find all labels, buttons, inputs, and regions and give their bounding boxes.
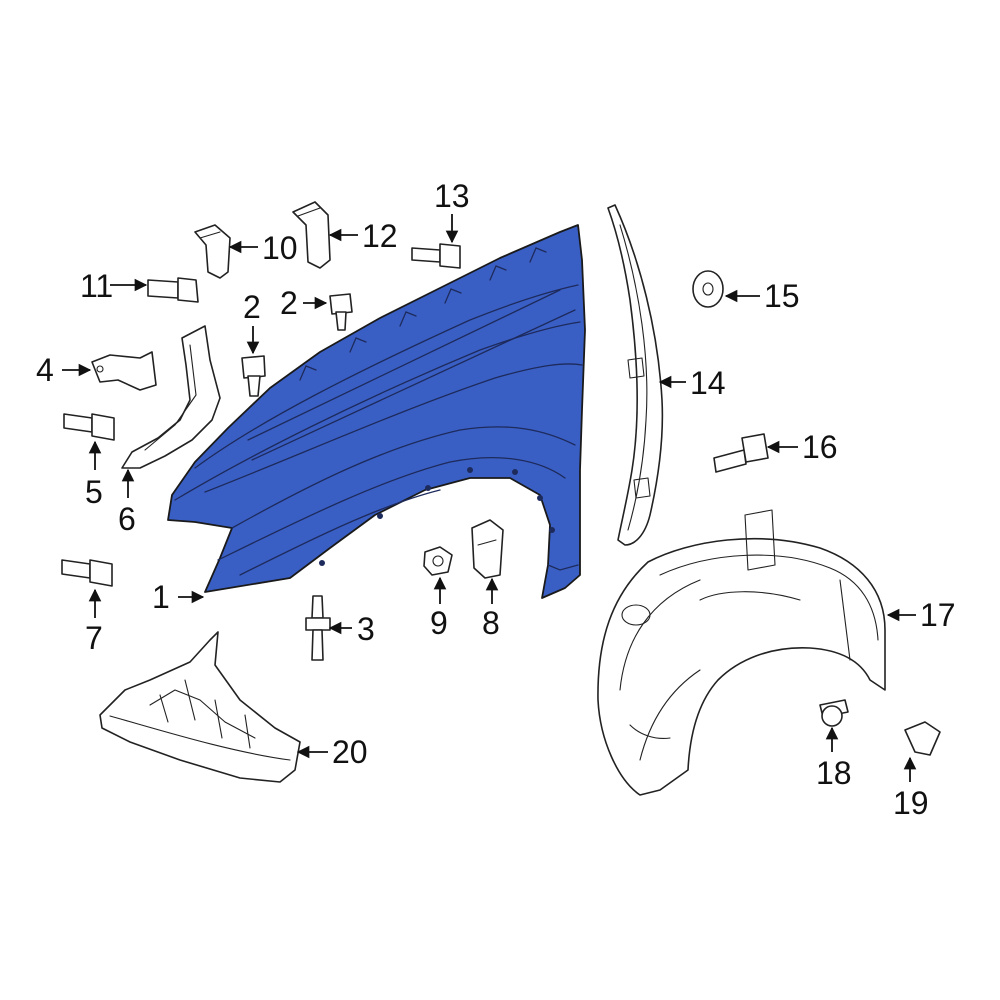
bolt-2-upper[interactable] [329, 293, 353, 331]
callout-13[interactable]: 13 [434, 178, 470, 214]
wheelhouse-liner[interactable] [597, 509, 886, 796]
bolt-11[interactable] [147, 277, 199, 303]
callout-1[interactable]: 1 [152, 579, 170, 615]
bolt-5[interactable] [63, 413, 115, 441]
callout-12[interactable]: 12 [362, 218, 398, 254]
stud-3[interactable] [305, 595, 331, 661]
callout-20[interactable]: 20 [332, 734, 368, 770]
clip-19[interactable] [904, 721, 941, 756]
callout-9[interactable]: 9 [430, 605, 448, 641]
callout-10[interactable]: 10 [262, 230, 298, 266]
fender-panel[interactable] [167, 224, 586, 599]
callout-4[interactable]: 4 [36, 352, 54, 388]
splash-shield[interactable] [99, 631, 301, 783]
nut-9[interactable] [423, 546, 453, 576]
callout-11[interactable]: 11 [80, 268, 113, 304]
bolt-7[interactable] [61, 559, 113, 587]
fender-seal-strip[interactable] [607, 204, 664, 546]
callout-19[interactable]: 19 [893, 785, 929, 821]
callout-3[interactable]: 3 [357, 611, 375, 647]
screw-18[interactable] [819, 699, 849, 727]
callout-16[interactable]: 16 [802, 429, 838, 465]
callout-2-upper[interactable]: 2 [280, 285, 298, 321]
mounting-bracket-small[interactable] [91, 351, 157, 391]
callout-labels: 1 2 2 3 4 5 6 7 8 9 10 11 12 13 14 15 16… [36, 178, 956, 821]
callout-17[interactable]: 17 [920, 597, 956, 633]
callout-6[interactable]: 6 [118, 501, 136, 537]
callout-8[interactable]: 8 [482, 605, 500, 641]
callout-2-lower[interactable]: 2 [243, 289, 261, 325]
callout-15[interactable]: 15 [764, 278, 800, 314]
mounting-bracket-large[interactable] [121, 325, 221, 469]
leader-lines [62, 214, 917, 782]
clip-12[interactable] [292, 201, 331, 269]
bolt-13[interactable] [411, 243, 461, 269]
retainer-8[interactable] [471, 519, 504, 579]
bolt-2-lower[interactable] [241, 355, 266, 397]
bolt-16[interactable] [713, 433, 769, 473]
callout-14[interactable]: 14 [690, 365, 726, 401]
callout-7[interactable]: 7 [85, 620, 103, 656]
callout-5[interactable]: 5 [85, 474, 103, 510]
clip-10[interactable] [194, 224, 231, 279]
grommet-15[interactable] [692, 270, 724, 308]
callout-18[interactable]: 18 [816, 755, 852, 791]
